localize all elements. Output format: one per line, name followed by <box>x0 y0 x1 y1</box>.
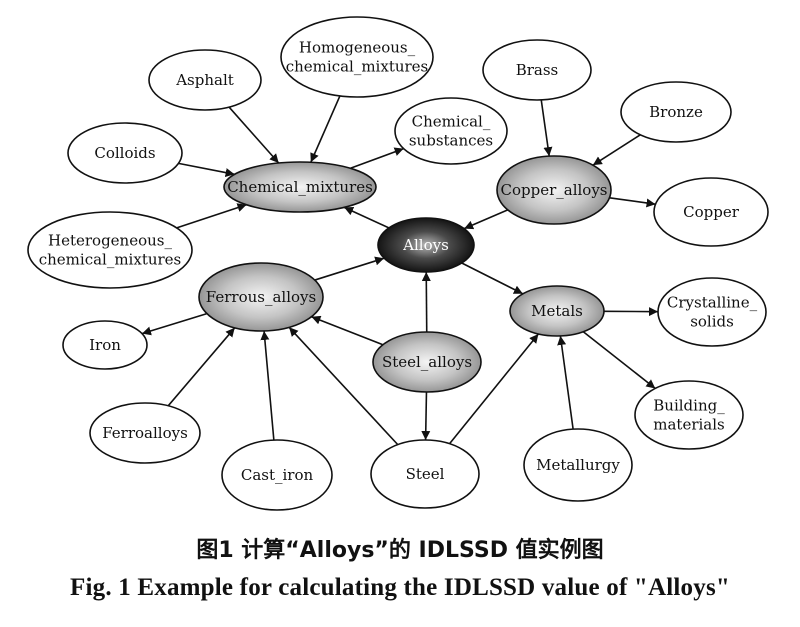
node-label: Chemical_ <box>412 113 491 131</box>
node-asphalt: Asphalt <box>148 49 262 111</box>
node-label: Copper_alloys <box>501 181 608 199</box>
node-label: Crystalline_ <box>667 294 758 312</box>
node-ellipse <box>370 439 480 509</box>
node-ellipse <box>372 331 482 393</box>
edge-brass-to-copper_alloys <box>540 99 553 157</box>
node-building-materials: Building_materials <box>634 380 744 450</box>
node-label: Iron <box>89 336 121 354</box>
node-ellipse <box>198 262 324 332</box>
node-label: Ferrous_alloys <box>206 288 316 306</box>
edge-copper_alloys-to-alloys <box>463 209 509 230</box>
node-label: Steel_alloys <box>382 353 472 371</box>
node-ellipse <box>657 277 767 347</box>
node-ellipse <box>620 81 732 143</box>
edge-steel_alloys-to-ferrous_alloys <box>311 315 384 346</box>
node-brass: Brass <box>482 39 592 101</box>
node-ellipse <box>27 211 193 289</box>
edge-heterogeneous-to-chemical_mixtures <box>176 203 247 229</box>
node-label: Ferroalloys <box>102 424 188 442</box>
node-label: Chemical_mixtures <box>227 178 373 196</box>
node-cast-iron: Cast_iron <box>221 439 333 511</box>
figure-caption-english: Fig. 1 Example for calculating the IDLSS… <box>70 574 730 601</box>
node-label: Asphalt <box>175 71 234 89</box>
node-ellipse <box>62 320 148 370</box>
node-chemical-substances: Chemical_substances <box>394 97 508 165</box>
node-label: materials <box>653 416 724 434</box>
edges <box>141 95 659 446</box>
edge-steel_alloys-to-steel <box>421 391 431 441</box>
node-label: Metals <box>531 302 583 320</box>
node-ellipse <box>509 285 605 337</box>
node-label: Copper <box>683 203 740 221</box>
node-label: Homogeneous_ <box>299 39 416 57</box>
edge-homogeneous-to-chemical_mixtures <box>310 95 341 163</box>
node-label: Alloys <box>402 236 449 254</box>
edge-ferrous_alloys-to-alloys <box>314 256 385 281</box>
node-steel-alloys: Steel_alloys <box>372 331 482 393</box>
node-label: Cast_iron <box>241 466 314 484</box>
edge-cast_iron-to-ferrous_alloys <box>260 330 275 441</box>
node-label: solids <box>690 313 734 331</box>
node-ferrous-alloys: Ferrous_alloys <box>198 262 324 332</box>
edge-alloys-to-chemical_mixtures <box>343 206 390 229</box>
node-ellipse <box>634 380 744 450</box>
node-copper-alloys: Copper_alloys <box>496 155 612 225</box>
node-ellipse <box>67 122 183 184</box>
node-ellipse <box>482 39 592 101</box>
node-chemical-mixtures: Chemical_mixtures <box>223 161 377 213</box>
alloys-ontology-diagram: Alloys Chemical_mixtures Copper_alloysFerr… <box>27 16 769 511</box>
node-steel: Steel <box>370 439 480 509</box>
edge-bronze-to-copper_alloys <box>592 134 641 166</box>
node-label: Building_ <box>653 397 725 415</box>
node-crystalline-solids: Crystalline_solids <box>657 277 767 347</box>
node-ellipse <box>496 155 612 225</box>
node-label: Bronze <box>649 103 703 121</box>
node-metallurgy: Metallurgy <box>523 428 633 502</box>
node-alloys: Alloys <box>377 217 475 273</box>
node-label: chemical_mixtures <box>286 58 429 76</box>
edge-asphalt-to-chemical_mixtures <box>228 106 280 164</box>
edge-steel-to-metals <box>448 333 540 445</box>
node-ellipse <box>394 97 508 165</box>
figure-caption-chinese: 图1 计算“Alloys”的 IDLSSD 值实例图 <box>196 538 604 563</box>
node-ferroalloys: Ferroalloys <box>89 402 201 464</box>
edge-colloids-to-chemical_mixtures <box>178 162 235 177</box>
node-bronze: Bronze <box>620 81 732 143</box>
node-homogeneous: Homogeneous_chemical_mixtures <box>280 16 434 98</box>
edge-alloys-to-metals <box>461 262 524 295</box>
node-label: Metallurgy <box>536 456 620 474</box>
node-ellipse <box>523 428 633 502</box>
edge-steel_alloys-to-alloys <box>421 271 431 333</box>
edge-chemical_mixtures-to-chemical_substances <box>350 147 404 170</box>
node-label: Colloids <box>94 144 155 162</box>
edge-ferroalloys-to-ferrous_alloys <box>167 327 236 407</box>
edge-ferrous_alloys-to-iron <box>141 312 208 336</box>
node-label: Heterogeneous_ <box>48 232 172 250</box>
edge-metallurgy-to-metals <box>557 335 574 430</box>
edge-steel-to-ferrous_alloys <box>288 326 399 446</box>
node-ellipse <box>280 16 434 98</box>
node-label: Brass <box>516 61 559 79</box>
node-ellipse <box>89 402 201 464</box>
node-ellipse <box>653 177 769 247</box>
node-ellipse <box>223 161 377 213</box>
node-metals: Metals <box>509 285 605 337</box>
node-copper: Copper <box>653 177 769 247</box>
node-iron: Iron <box>62 320 148 370</box>
node-ellipse <box>148 49 262 111</box>
edge-copper_alloys-to-copper <box>609 196 656 208</box>
node-heterogeneous: Heterogeneous_chemical_mixtures <box>27 211 193 289</box>
node-label: Steel <box>406 465 445 483</box>
node-colloids: Colloids <box>67 122 183 184</box>
nodes: Alloys Chemical_mixtures Copper_alloysFerr… <box>27 16 769 511</box>
node-label: chemical_mixtures <box>39 251 182 269</box>
node-ellipse <box>377 217 475 273</box>
edge-metals-to-building_materials <box>582 331 656 390</box>
node-ellipse <box>221 439 333 511</box>
node-label: substances <box>409 132 493 150</box>
